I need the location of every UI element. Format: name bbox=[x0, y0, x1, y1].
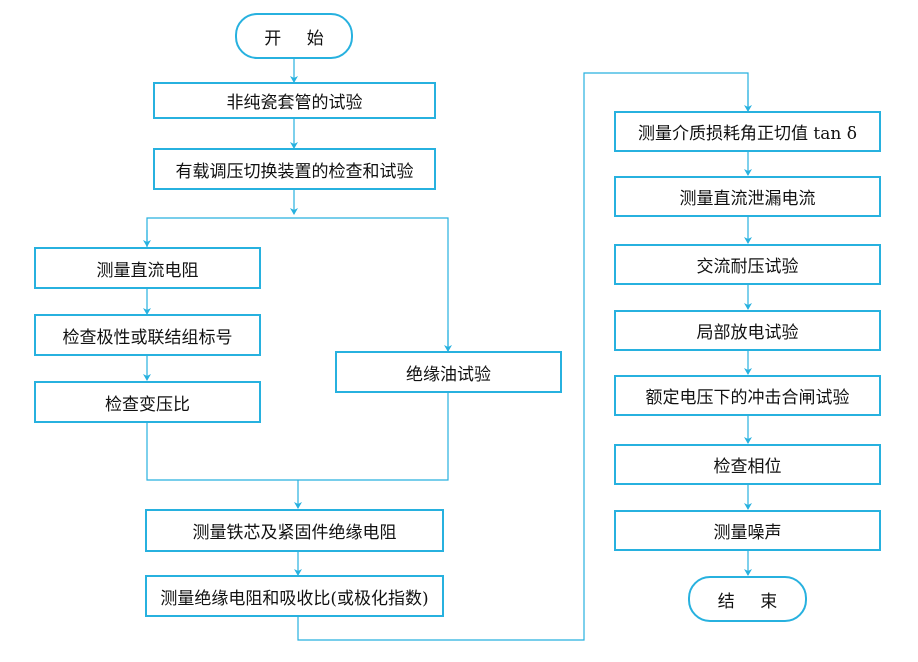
step-impulse-closing-label: 额定电压下的冲击合闸试验 bbox=[645, 388, 850, 408]
step-core-insulation: 测量铁芯及紧固件绝缘电阻 bbox=[145, 509, 444, 552]
step-bushing-test: 非纯瓷套管的试验 bbox=[153, 82, 436, 119]
end-label: 结 束 bbox=[717, 591, 788, 612]
step-oil-test-label: 绝缘油试验 bbox=[406, 364, 491, 385]
start-node: 开 始 bbox=[235, 13, 353, 59]
step-dc-resistance-label: 测量直流电阻 bbox=[96, 260, 199, 281]
step-dielectric-loss-label: 测量介质损耗角正切值 tan δ bbox=[638, 124, 857, 144]
step-oil-test: 绝缘油试验 bbox=[335, 351, 562, 393]
step-partial-discharge-label: 局部放电试验 bbox=[696, 323, 799, 343]
step-noise-measurement: 测量噪声 bbox=[614, 510, 881, 551]
step-tap-changer-test-label: 有载调压切换装置的检查和试验 bbox=[175, 161, 414, 182]
step-partial-discharge: 局部放电试验 bbox=[614, 310, 881, 351]
step-ac-withstand-label: 交流耐压试验 bbox=[696, 257, 799, 277]
step-noise-measurement-label: 测量噪声 bbox=[713, 523, 782, 543]
step-tap-changer-test: 有载调压切换装置的检查和试验 bbox=[153, 148, 436, 190]
step-polarity-check-label: 检查极性或联结组标号 bbox=[62, 327, 233, 348]
step-dielectric-loss: 测量介质损耗角正切值 tan δ bbox=[614, 111, 881, 152]
step-dc-leakage: 测量直流泄漏电流 bbox=[614, 176, 881, 217]
step-insulation-resistance-label: 测量绝缘电阻和吸收比(或极化指数) bbox=[160, 588, 429, 609]
step-dc-leakage-label: 测量直流泄漏电流 bbox=[679, 189, 816, 209]
step-phase-check-label: 检查相位 bbox=[713, 457, 782, 477]
step-ratio-check-label: 检查变压比 bbox=[105, 394, 190, 415]
step-dc-resistance: 测量直流电阻 bbox=[34, 247, 261, 289]
start-label: 开 始 bbox=[264, 28, 334, 49]
column-link-line bbox=[297, 72, 749, 641]
step-core-insulation-label: 测量铁芯及紧固件绝缘电阻 bbox=[192, 523, 397, 543]
step-polarity-check: 检查极性或联结组标号 bbox=[34, 314, 261, 356]
step-bushing-test-label: 非纯瓷套管的试验 bbox=[226, 93, 363, 113]
step-ratio-check: 检查变压比 bbox=[34, 381, 261, 423]
step-insulation-resistance: 测量绝缘电阻和吸收比(或极化指数) bbox=[145, 575, 444, 617]
step-impulse-closing: 额定电压下的冲击合闸试验 bbox=[614, 375, 881, 416]
end-node: 结 束 bbox=[688, 576, 807, 622]
step-phase-check: 检查相位 bbox=[614, 444, 881, 485]
step-ac-withstand: 交流耐压试验 bbox=[614, 244, 881, 285]
